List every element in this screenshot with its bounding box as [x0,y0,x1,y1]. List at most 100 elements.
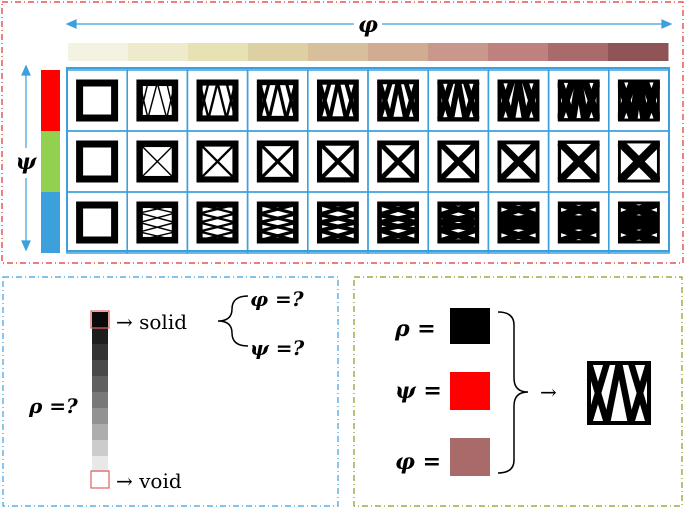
unit-cell-strut [437,80,454,121]
unit-cell-strut [199,203,236,215]
unit-cell-frame [497,140,540,183]
phi-question: φ =? [250,287,304,311]
unit-cell-strut [199,230,236,242]
unit-cell-strut [276,81,288,120]
unit-cell-strut [557,80,577,121]
rho-level-swatch [92,392,108,408]
unit-cell-frame [76,79,119,122]
psi-row-strip [41,131,60,192]
unit-cell-pattern [557,79,600,122]
left-brace [217,295,249,347]
unit-cell-strut [378,227,418,244]
unit-cell-pattern [196,79,239,122]
unit-cell-pattern [316,140,359,183]
unit-cell-strut [216,82,228,119]
unit-cell-pattern [437,79,480,122]
unit-cell-pattern [316,201,359,244]
unit-cell-strut [378,212,418,225]
unit-cell-frame [617,140,660,183]
psi-question: ψ =? [250,336,305,360]
rho-level-swatch [92,328,108,344]
unit-cell-strut [378,201,418,218]
unit-cell-frame [196,140,239,183]
unit-cell-pattern [497,140,540,183]
gradient-segment [488,43,549,61]
unit-cell-strut [497,140,540,183]
grid-cell [608,191,670,254]
unit-cell-strut [497,80,515,121]
phi-axis-label: φ [358,12,378,38]
unit-cell-strut [207,82,219,119]
unit-cell-strut [199,212,236,224]
unit-cell-strut [319,212,357,225]
unit-cell-strut [438,219,478,233]
rho-level-swatch [92,472,108,488]
unit-cell-strut [617,224,660,244]
unit-cell-pattern [617,140,660,183]
unit-cell-frame [316,140,359,183]
unit-cell-strut [438,226,478,244]
result-arrow: → [540,380,557,404]
rho-question: ρ =? [28,394,78,418]
unit-cell-pattern [437,201,480,244]
unit-cell-strut [199,221,236,233]
unit-cell-strut [403,81,420,120]
unit-cell-pattern [377,201,420,244]
unit-cell-strut [259,202,297,216]
unit-cell-pattern [196,201,239,244]
unit-cell-frame [256,140,299,183]
unit-cell-strut [498,226,539,244]
unit-cell-strut [225,82,237,119]
unit-cell-strut [344,81,359,120]
unit-cell-grid [66,67,670,254]
unit-cell-frame [76,140,119,183]
top-panel-border [1,1,684,264]
phi-equals: φ = [395,449,441,475]
unit-cell-strut [165,82,176,119]
unit-cell-strut [317,81,332,120]
right-brace [497,311,529,474]
unit-cell-strut [139,212,176,224]
unit-cell-pattern [377,140,420,183]
phi-swatch [450,438,490,476]
unit-cell-strut [617,79,638,122]
unit-cell-pattern [587,361,651,425]
psi-swatch [450,372,490,410]
psi-row-strips [41,70,60,253]
unit-cell-pattern [557,201,600,244]
unit-cell-strut [557,140,600,183]
psi-row-strip [41,192,60,253]
gradient-segment [308,43,369,61]
unit-cell-pattern [256,79,299,122]
rho-level-swatch [92,344,108,360]
unit-cell-strut [318,228,357,243]
unit-cell-pattern [136,140,179,183]
gradient-segment [68,43,129,61]
rho-level-swatch [92,376,108,392]
solid-label: → solid [116,310,187,334]
unit-cell-strut [318,202,357,217]
unit-cell-strut [515,80,529,121]
phi-gradient-bar [68,43,669,61]
unit-cell-frame [377,140,420,183]
unit-cell-strut [603,362,623,424]
unit-cell-pattern [196,140,239,183]
psi-equals: ψ = [395,378,442,404]
unit-cell-strut [634,80,649,121]
unit-cell-strut [462,80,480,121]
unit-cell-strut [138,82,149,119]
rho-grayscale-scale [92,312,108,488]
unit-cell-strut [259,220,297,233]
unit-cell-pattern [316,79,359,122]
unit-cell-strut [587,362,611,424]
gradient-segment [548,43,609,61]
unit-cell-strut [377,81,393,120]
unit-cell-pattern [136,201,179,244]
unit-cell-strut [258,81,271,120]
unit-cell-strut [198,142,237,181]
unit-cell-pattern [377,79,420,122]
gradient-segment [128,43,189,61]
unit-cell-strut [388,81,401,120]
